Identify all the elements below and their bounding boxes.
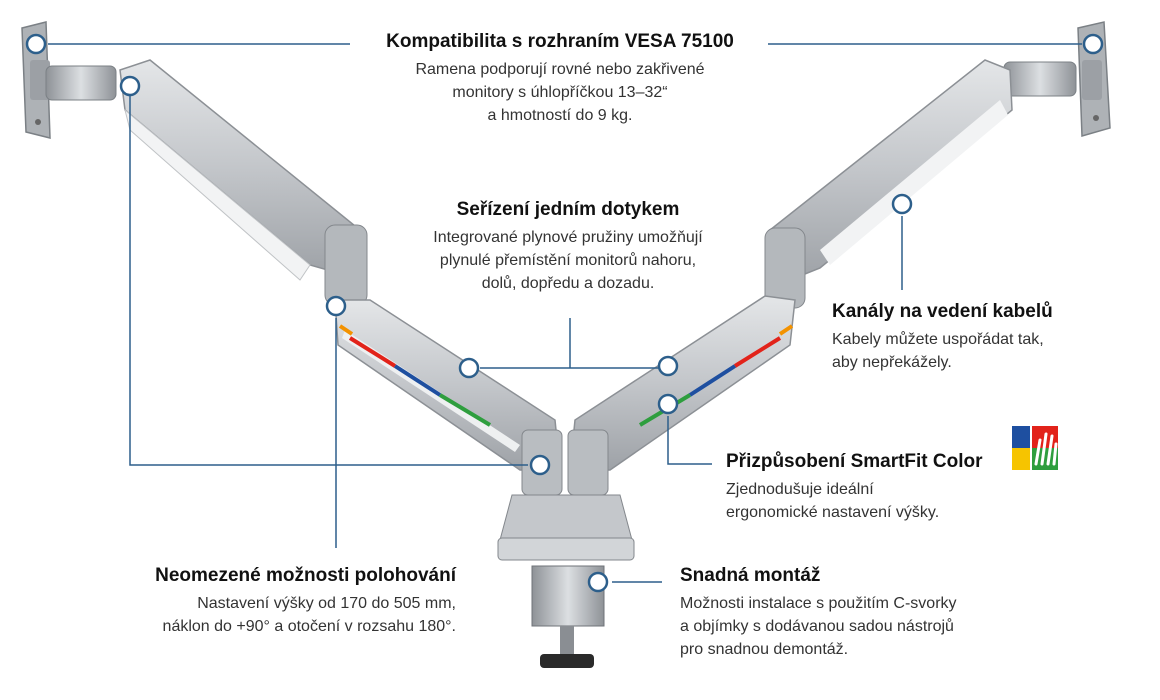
left-lower-arm (334, 299, 561, 471)
marker-lower-arm-left (325, 295, 347, 317)
feature-mounting-line: Možnosti instalace s použitím C-svorky (680, 595, 957, 612)
feature-mounting-line: pro snadnou demontáž. (680, 641, 849, 658)
marker-gas-spring-right (657, 355, 679, 377)
feature-touch-line: dolů, dopředu a dozadu. (481, 275, 655, 292)
feature-touch-title: Seřízení jedním dotykem (456, 199, 680, 220)
feature-vesa-desc: Ramena podporují rovné nebo zakřivené mo… (360, 58, 760, 127)
feature-smartfit-title: Přizpůsobení SmartFit Color (726, 451, 983, 472)
feature-smartfit-line: Zjednodušuje ideální (726, 481, 874, 498)
feature-cables: Kanály na vedení kabelů Kabely můžete us… (832, 300, 1132, 374)
feature-mounting-desc: Možnosti instalace s použitím C-svorky a… (680, 592, 1040, 661)
feature-mounting-line: a objímky s dodávanou sadou nástrojů (680, 618, 954, 635)
feature-cables-line: Kabely můžete uspořádat tak, (832, 331, 1044, 348)
feature-positioning-title: Neomezené možnosti polohování (155, 565, 456, 586)
feature-vesa-line: monitory s úhlopříčkou 13–32“ (452, 84, 668, 101)
marker-smartfit (657, 393, 679, 415)
marker-arm-joint-left (119, 75, 141, 97)
marker-clamp (587, 571, 609, 593)
feature-smartfit-desc: Zjednodušuje ideální ergonomické nastave… (726, 478, 1016, 524)
feature-positioning-line: Nastavení výšky od 170 do 505 mm, (197, 595, 456, 612)
right-upper-arm (764, 59, 1077, 309)
feature-mounting: Snadná montáž Možnosti instalace s použi… (680, 564, 1040, 661)
marker-cable-channel (891, 193, 913, 215)
feature-mounting-title: Snadná montáž (680, 565, 821, 586)
marker-vesa-right (1082, 33, 1104, 55)
feature-positioning-desc: Nastavení výšky od 170 do 505 mm, náklon… (60, 592, 456, 638)
feature-touch-line: plynulé přemístění monitorů nahoru, (439, 252, 697, 269)
feature-smartfit: Přizpůsobení SmartFit Color Zjednodušuje… (726, 450, 1016, 524)
callout-markers (25, 33, 1104, 593)
feature-positioning-line: náklon do +90° a otočení v rozsahu 180°. (162, 618, 456, 635)
marker-gas-spring-left (458, 357, 480, 379)
feature-positioning: Neomezené možnosti polohování Nastavení … (60, 564, 456, 638)
feature-vesa-line: Ramena podporují rovné nebo zakřivené (415, 61, 705, 78)
feature-cables-desc: Kabely můžete uspořádat tak, aby nepřeká… (832, 328, 1132, 374)
feature-touch: Seřízení jedním dotykem Integrované plyn… (398, 198, 738, 295)
feature-smartfit-line: ergonomické nastavení výšky. (726, 504, 940, 521)
feature-vesa: Kompatibilita s rozhraním VESA 75100 Ram… (360, 30, 760, 127)
marker-vesa-left (25, 33, 47, 55)
marker-column (529, 454, 551, 476)
smartfit-logo-icon (1012, 424, 1058, 470)
feature-vesa-title: Kompatibilita s rozhraním VESA 75100 (386, 31, 734, 52)
feature-touch-line: Integrované plynové pružiny umožňují (433, 229, 703, 246)
callout-lines (48, 43, 1082, 583)
left-upper-arm (45, 59, 368, 306)
feature-touch-desc: Integrované plynové pružiny umožňují ply… (398, 226, 738, 295)
feature-cables-line: aby nepřekážely. (832, 354, 952, 371)
feature-cables-title: Kanály na vedení kabelů (832, 301, 1053, 322)
feature-vesa-line: a hmotností do 9 kg. (487, 107, 633, 124)
